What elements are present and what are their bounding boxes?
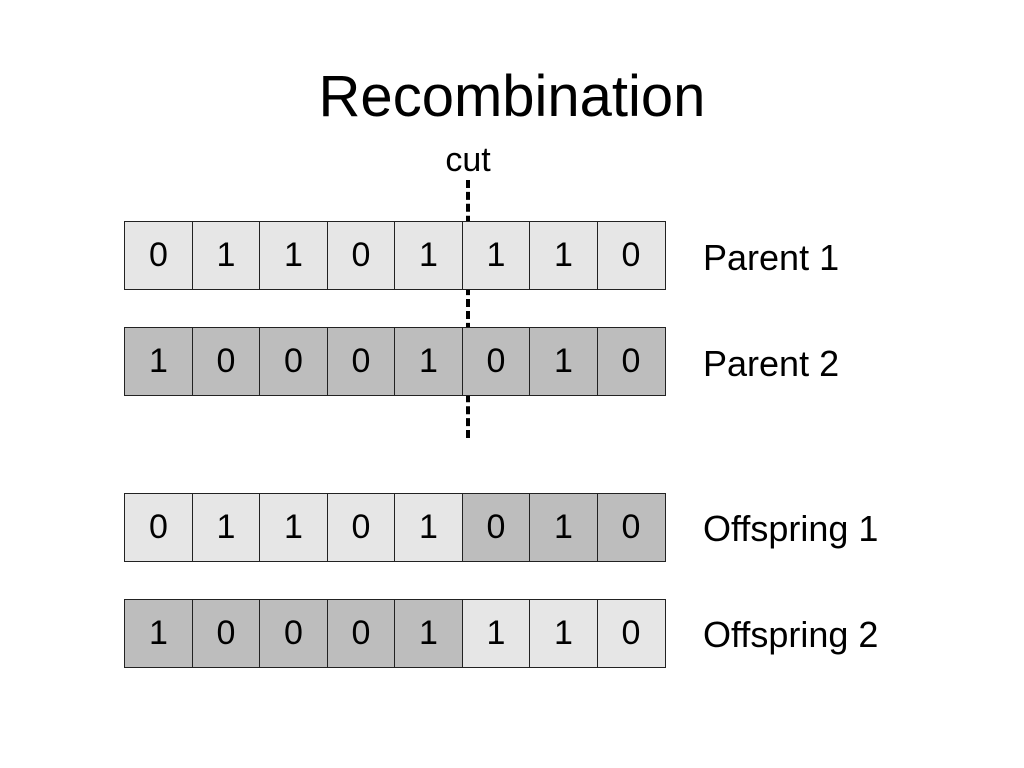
gene-cell: 1: [124, 599, 193, 668]
offspring-1-label: Offspring 1: [703, 508, 879, 549]
cut-label: cut: [445, 141, 491, 179]
parent-2-label: Parent 2: [703, 343, 840, 384]
gene-cell: 1: [259, 221, 328, 290]
gene-cell: 0: [596, 327, 666, 396]
gene-cell: 1: [394, 599, 463, 668]
gene-cell: 0: [326, 327, 396, 396]
gene-cell: 1: [191, 493, 261, 562]
gene-cell: 0: [259, 599, 328, 668]
cut-line: [466, 180, 470, 438]
gene-cell: 0: [596, 221, 666, 290]
gene-cell: 0: [596, 599, 666, 668]
gene-cell: 0: [124, 493, 193, 562]
gene-cell: 0: [326, 493, 396, 562]
gene-cell: 0: [326, 599, 396, 668]
gene-cell: 1: [529, 493, 598, 562]
gene-cell: 1: [529, 599, 598, 668]
gene-cell: 1: [461, 221, 531, 290]
gene-cell: 1: [259, 493, 328, 562]
gene-cell: 1: [124, 327, 193, 396]
gene-cell: 1: [461, 599, 531, 668]
gene-cell: 1: [394, 221, 463, 290]
gene-cell: 1: [529, 327, 598, 396]
gene-cell: 0: [461, 327, 531, 396]
gene-cell: 0: [191, 327, 261, 396]
gene-cell: 1: [394, 327, 463, 396]
gene-cell: 0: [259, 327, 328, 396]
gene-cell: 1: [394, 493, 463, 562]
parent-1-label: Parent 1: [703, 237, 840, 278]
gene-cell: 0: [191, 599, 261, 668]
offspring-2-label: Offspring 2: [703, 614, 879, 655]
gene-cell: 0: [124, 221, 193, 290]
gene-cell: 1: [191, 221, 261, 290]
gene-cell: 0: [596, 493, 666, 562]
gene-cell: 0: [326, 221, 396, 290]
gene-cell: 0: [461, 493, 531, 562]
gene-cell: 1: [529, 221, 598, 290]
diagram-title: Recombination: [318, 64, 706, 129]
